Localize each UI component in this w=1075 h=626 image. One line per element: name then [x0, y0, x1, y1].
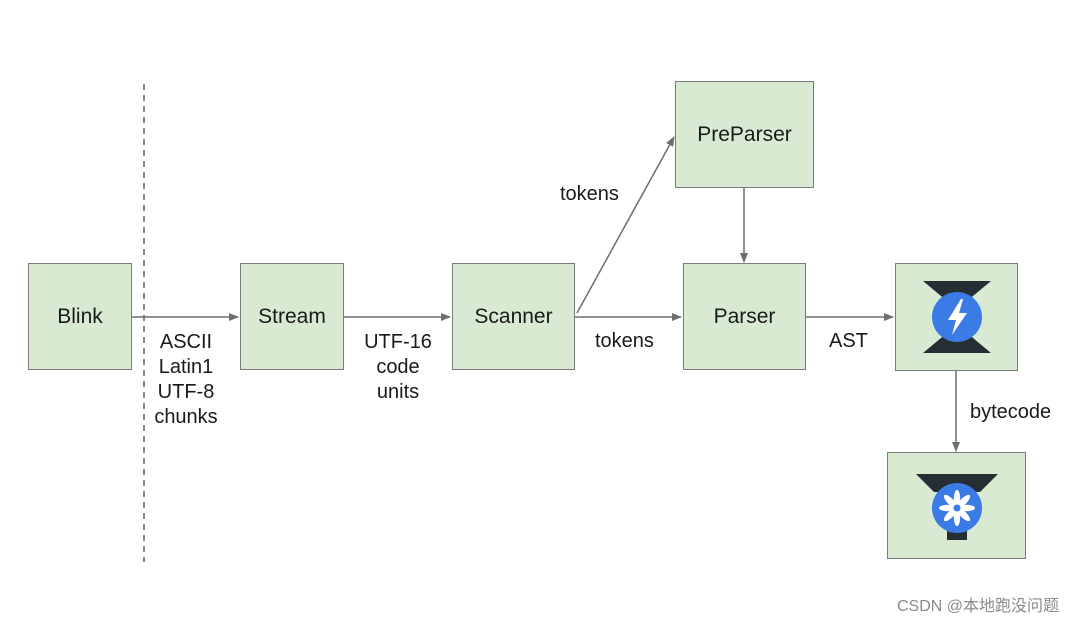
- node-ignition: [895, 263, 1018, 371]
- node-parser-label: Parser: [713, 304, 776, 328]
- edge-label-scanner-preparser: tokens: [560, 183, 619, 205]
- edge-label-line: code: [376, 356, 420, 378]
- node-turbofan: [887, 452, 1026, 559]
- watermark-text: CSDN @本地跑没问题: [896, 598, 1059, 615]
- edge-label-line: ASCII: [159, 331, 213, 353]
- ignition-icon: [922, 281, 991, 353]
- node-parser: Parser: [683, 263, 806, 370]
- edge-label-stream-scanner: UTF-16 code units: [352, 330, 444, 405]
- node-stream: Stream: [240, 263, 344, 370]
- node-blink: Blink: [28, 263, 132, 370]
- edge-label-line: UTF-16: [364, 331, 432, 353]
- edge-label-ignition-turbofan: bytecode: [970, 401, 1052, 423]
- edge-label-line: UTF-8: [157, 381, 215, 403]
- edge-label-blink-stream: ASCII Latin1 UTF-8 chunks: [140, 330, 232, 430]
- edge-label-parser-ignition: AST: [829, 330, 868, 352]
- edge-label-line: chunks: [154, 406, 218, 428]
- node-stream-label: Stream: [258, 304, 326, 328]
- arrow-scanner-preparser: [576, 136, 675, 314]
- edge-label-line: Latin1: [158, 356, 214, 378]
- edge-label-line: units: [376, 381, 420, 403]
- edge-label-scanner-parser: tokens: [595, 330, 654, 352]
- turbofan-icon: [915, 473, 998, 540]
- node-preparser: PreParser: [675, 81, 814, 188]
- node-blink-label: Blink: [57, 304, 103, 328]
- node-scanner: Scanner: [452, 263, 575, 370]
- node-preparser-label: PreParser: [697, 122, 792, 146]
- node-scanner-label: Scanner: [474, 304, 553, 328]
